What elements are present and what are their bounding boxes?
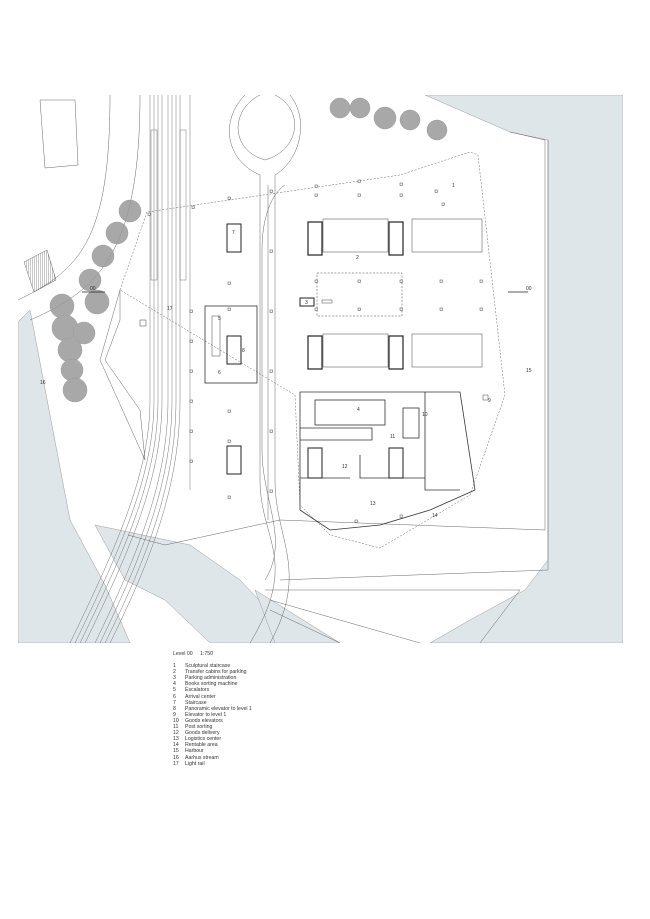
label-6: 6 (218, 370, 221, 376)
level-title: Level 00 (173, 651, 193, 657)
legend-item: 12 Goods delivery (173, 730, 252, 736)
legend-item: 17 Light rail (173, 761, 252, 767)
legend-number: 4 (173, 681, 176, 688)
label-3: 3 (305, 300, 308, 306)
columns (139, 179, 489, 523)
light-rail-tracks (69, 95, 191, 643)
legend-item: 13 Logistics center (173, 736, 252, 742)
section-marker-right: 00 (526, 286, 532, 292)
legend-number: 12 (173, 730, 179, 737)
legend-number: 2 (173, 669, 176, 676)
legend-text: Arrival center (185, 693, 216, 700)
legend-number: 17 (173, 760, 179, 767)
label-10: 10 (422, 412, 428, 418)
legend-number: 11 (173, 724, 179, 731)
legend-number: 7 (173, 699, 176, 706)
legend-number: 9 (173, 711, 176, 718)
legend-text: Sculptural staircase (185, 663, 231, 670)
legend-item: 3 Parking administration (173, 675, 252, 681)
legend-text: Logistics center (185, 736, 222, 743)
legend-number: 13 (173, 736, 179, 743)
legend-item: 7 Staircase (173, 700, 252, 706)
label-15: 15 (526, 368, 532, 374)
legend-item: 16 Aarhus stream (173, 755, 252, 761)
legend-text: Aarhus stream (185, 754, 219, 761)
label-17: 17 (167, 306, 173, 312)
scale: 1:750 (200, 651, 214, 657)
legend-text: Elevator to level 1 (185, 711, 227, 718)
legend-item: 1 Sculptural staircase (173, 663, 252, 669)
legend-number: 5 (173, 687, 176, 694)
legend-title: Level 00 1:750 (173, 651, 252, 657)
legend-text: Escalators (185, 687, 210, 694)
legend-item: 2 Transfer cabins for parking (173, 669, 252, 675)
label-9: 9 (488, 398, 491, 404)
legend-item: 8 Panoramic elevator to level 1 (173, 706, 252, 712)
legend-item: 10 Goods elevators (173, 718, 252, 724)
legend-text: Harbour (185, 748, 204, 755)
label-1: 1 (452, 183, 455, 189)
trees (49, 97, 448, 403)
legend-item: 14 Rentable area (173, 742, 252, 748)
label-2: 2 (356, 255, 359, 261)
legend-number: 10 (173, 717, 179, 724)
site-outline (127, 131, 546, 546)
label-13: 13 (370, 501, 376, 507)
legend-number: 15 (173, 748, 179, 755)
legend-item: 9 Elevator to level 1 (173, 712, 252, 718)
label-5: 5 (218, 316, 221, 322)
legend-number: 3 (173, 675, 176, 682)
label-11: 11 (390, 434, 395, 440)
label-14: 14 (432, 513, 438, 519)
legend-text: Transfer cabins for parking (185, 669, 247, 676)
legend: Level 00 1:750 1 Sculptural staircase 2 Tra… (173, 651, 252, 767)
legend-item: 11 Post sorting (173, 724, 252, 730)
building-outline (119, 151, 506, 549)
label-4: 4 (357, 407, 360, 413)
label-8: 8 (242, 348, 245, 354)
water-areas (18, 95, 623, 643)
legend-text: Rentable area (185, 742, 218, 749)
legend-number: 8 (173, 705, 176, 712)
legend-text: Goods elevators (185, 717, 223, 724)
logistics-block (299, 391, 476, 531)
legend-number: 14 (173, 742, 179, 749)
section-marker-left: 00 (90, 286, 96, 292)
legend-number: 6 (173, 693, 176, 700)
legend-item: 4 Books sorting machine (173, 681, 252, 687)
legend-item: 6 Arrival center (173, 694, 252, 700)
legend-text: Parking administration (185, 675, 237, 682)
label-12: 12 (342, 464, 348, 470)
legend-text: Post sorting (185, 724, 213, 731)
legend-text: Light rail (185, 760, 205, 767)
legend-text: Books sorting machine (185, 681, 238, 688)
crossing (23, 249, 57, 293)
label-16: 16 (40, 380, 46, 386)
legend-item: 15 Harbour (173, 748, 252, 754)
legend-item: 5 Escalators (173, 687, 252, 693)
legend-text: Staircase (185, 699, 207, 706)
arrival-center (204, 305, 258, 384)
legend-number: 16 (173, 754, 179, 761)
plan-labels: 00 00 1 2 3 4 5 6 7 8 9 10 11 12 13 14 1… (40, 183, 532, 519)
legend-text: Panoramic elevator to level 1 (185, 705, 252, 712)
legend-number: 1 (173, 663, 176, 670)
road (229, 95, 301, 643)
parking-transfer-cabins (299, 218, 483, 370)
legend-text: Goods delivery (185, 730, 220, 737)
label-7: 7 (232, 230, 235, 236)
